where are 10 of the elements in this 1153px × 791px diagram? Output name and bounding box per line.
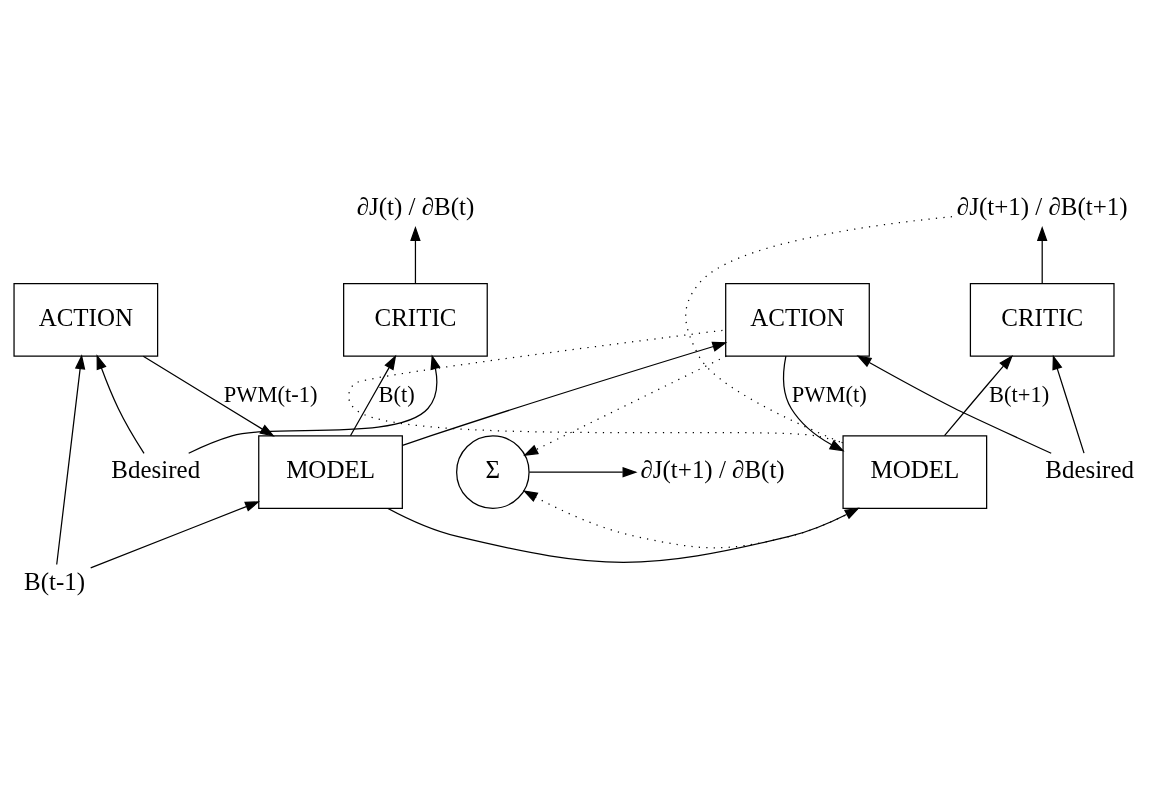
node-text: ∂J(t) / ∂B(t) (356, 192, 475, 220)
edge-label: B(t) (378, 380, 415, 406)
edge-label: B(t+1) (989, 380, 1050, 406)
node-text: Bdesired (1045, 455, 1135, 483)
node-text: B(t-1) (24, 567, 86, 595)
node-text: ∂J(t+1) / ∂B(t+1) (956, 192, 1128, 220)
node-text: ∂J(t+1) / ∂B(t) (640, 455, 785, 483)
edge-label: PWM(t-1) (223, 380, 318, 406)
node-text: Bdesired (111, 455, 201, 483)
edge-label: PWM(t) (791, 380, 867, 406)
